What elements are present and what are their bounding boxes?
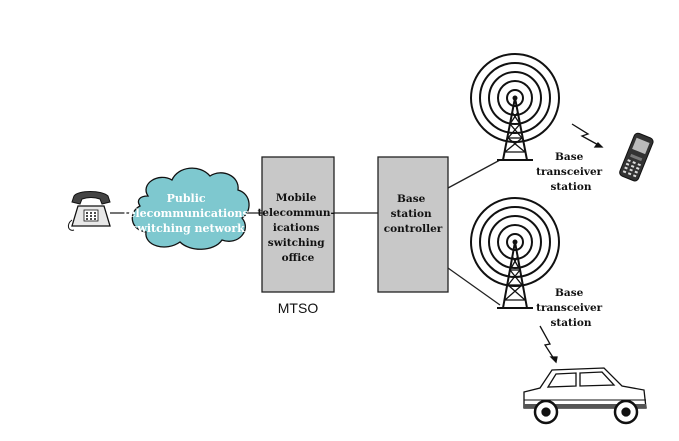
- antenna-tower-icon: [470, 197, 560, 309]
- cell-phone-icon: [619, 132, 654, 182]
- antenna-tower-icon: [470, 53, 560, 161]
- cloud-label: Public telecommunications switching netw…: [123, 192, 252, 235]
- mtso-label: MTSO: [278, 300, 319, 316]
- link-bsc-bts-bottom: [447, 267, 501, 306]
- mtso-box-label: Mobile telecommun- ications switching of…: [257, 192, 338, 264]
- lightning-signal-icon: [539, 325, 558, 364]
- car-icon: [523, 367, 647, 425]
- base-station-controller-box: Base station controller: [377, 156, 449, 293]
- public-network-cloud: Public telecommunications switching netw…: [123, 167, 252, 250]
- bsc-label: Base station controller: [384, 193, 443, 235]
- connection-lines: [110, 159, 501, 306]
- link-bsc-bts-top: [447, 159, 501, 189]
- cloud-shape: [131, 167, 250, 250]
- bts-bottom-label: Base transceiver station: [536, 287, 606, 329]
- mtso-box: Mobile telecommun- ications switching of…: [257, 156, 338, 293]
- telephone-icon: [67, 191, 111, 231]
- lightning-signal-icon: [571, 123, 604, 148]
- bts-top-label: Base transceiver station: [536, 151, 606, 193]
